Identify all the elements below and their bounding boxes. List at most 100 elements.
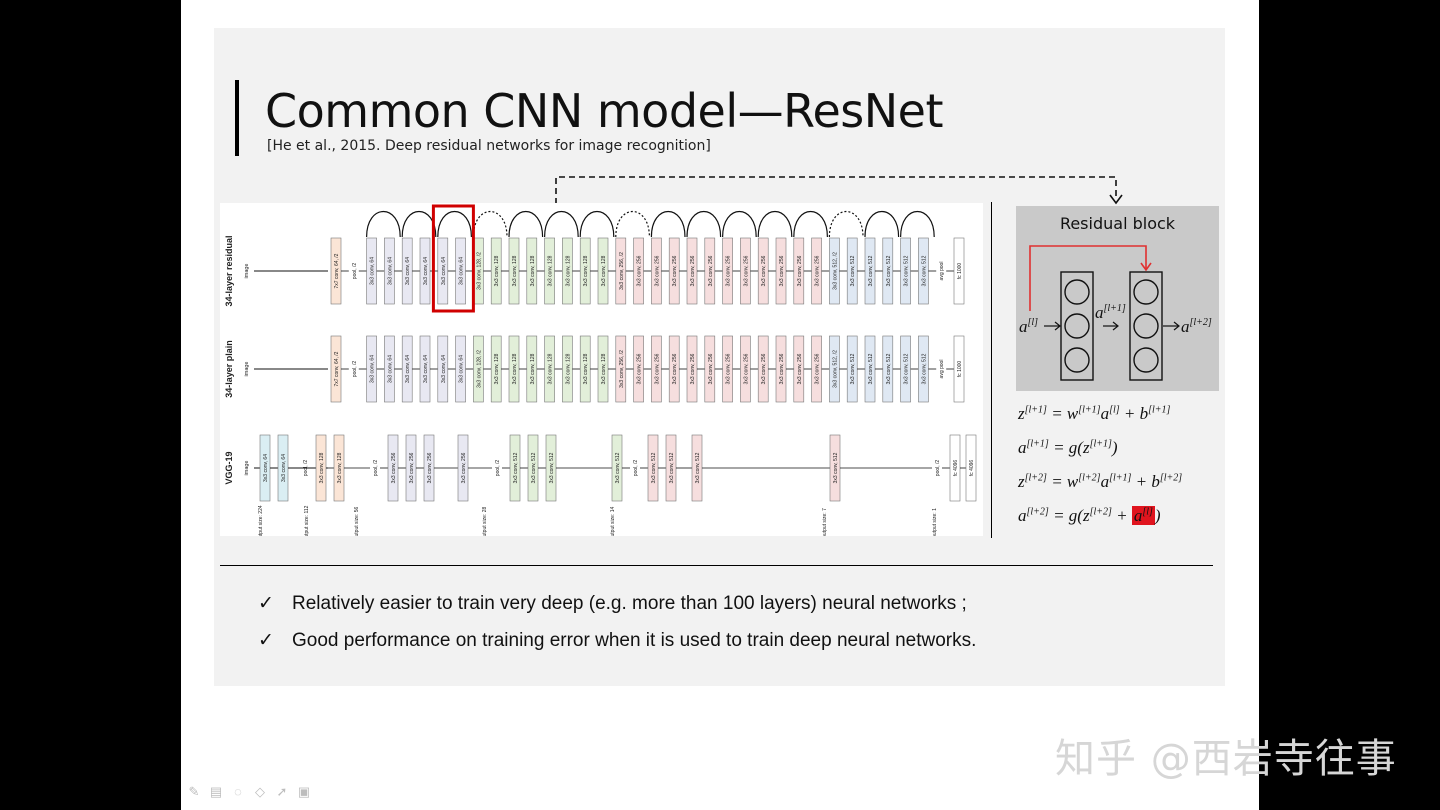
layer-label: 3x3 conv, 64 <box>441 257 447 285</box>
layer-label: 3x3 conv, 64 <box>387 355 393 383</box>
output-size-label: output size: 112 <box>304 505 310 536</box>
layer-label: 3x3 conv, 128 <box>583 255 589 286</box>
layer-label: 3x3 conv, 64 <box>441 355 447 383</box>
bullet-text: Relatively easier to train very deep (e.… <box>292 593 967 614</box>
layer-label: 3x3 conv, 256 <box>461 452 467 483</box>
layer-label: 3x3 conv, 256 <box>779 353 785 384</box>
layer-label: 3x3 conv, 64 <box>263 454 269 482</box>
row-label: 34-layer plain <box>224 340 234 398</box>
layer-label: 3x3 conv, 256 <box>761 255 767 286</box>
layer-label: fc 4096 <box>969 460 975 477</box>
layer-label: pool, /2 <box>373 460 379 477</box>
layer-label: 3x3 conv, 64 <box>405 257 411 285</box>
layer-label: pool, /2 <box>495 460 501 477</box>
layer-label: avg pool <box>939 262 945 281</box>
layer-label: 3x3 conv, 256 <box>654 255 660 286</box>
layer-label: 3x3 conv, 512 <box>904 353 910 384</box>
equation-2: a[l+1] = g(z[l+1]) <box>1018 438 1118 457</box>
layer-label: 3x3 conv, 512 <box>886 353 892 384</box>
layer-box <box>544 237 555 305</box>
layer-label: fc 1000 <box>957 263 963 280</box>
layer-label: 3x3 conv, 128 <box>319 452 325 483</box>
layer-label: 3x3 conv, 256 <box>409 452 415 483</box>
skip-arc <box>366 211 401 238</box>
layer-label: 3x3 conv, 256 <box>708 353 714 384</box>
check-icon: ✓ <box>258 630 274 651</box>
layer-label: 3x3 conv, 128 <box>548 255 554 286</box>
neuron <box>1064 279 1090 305</box>
layer-label: 3x3 conv, 128 <box>601 353 607 384</box>
image-label: image <box>244 461 250 476</box>
layer-label: 3x3 conv, 512 <box>921 353 927 384</box>
layer-box <box>437 237 449 305</box>
neuron <box>1133 347 1159 373</box>
layer-label: 3x3 conv, 256, /2 <box>619 252 625 290</box>
layer-label: fc 1000 <box>957 361 963 378</box>
image-label: image <box>244 264 250 279</box>
layer-label: 3x3 conv, 512 <box>513 452 519 483</box>
skip-connection-arrow <box>555 176 1123 205</box>
layer-label: 3x3 conv, 512 <box>868 353 874 384</box>
layer-label: 3x3 conv, 256 <box>391 452 397 483</box>
skip-connection-red <box>1029 245 1147 311</box>
output-size-label: output size: 1 <box>932 508 938 536</box>
layer-label: 3x3 conv, 256 <box>690 353 696 384</box>
layer-label: 3x3 conv, 256 <box>815 255 821 286</box>
layer-label: pool, /2 <box>352 263 358 280</box>
layer-label: 3x3 conv, 256 <box>654 353 660 384</box>
layer-label: 3x3 conv, 64 <box>423 257 429 285</box>
layer-label: 3x3 conv, 256 <box>815 353 821 384</box>
layer-label: 3x3 conv, 256 <box>637 255 643 286</box>
skip-arc <box>650 211 686 238</box>
check-icon: ✓ <box>258 593 274 614</box>
slide-title: Common CNN model—ResNet <box>265 84 944 138</box>
layer-label: 3x3 conv, 256 <box>726 255 732 286</box>
layer-label: 3x3 conv, 64 <box>370 257 376 285</box>
pen-icon[interactable]: ✎ <box>188 784 200 799</box>
layer-label: 3x3 conv, 512 <box>921 255 927 286</box>
equation-1: z[l+1] = w[l+1]a[l] + b[l+1] <box>1018 404 1171 423</box>
layer-label: 3x3 conv, 512 <box>549 452 555 483</box>
residual-block-diagram: a[l] a[l+1] a[l+2] <box>1019 245 1212 381</box>
output-size-label: output size: 56 <box>354 507 360 536</box>
screen-icon[interactable]: ▣ <box>297 784 311 799</box>
pointer-icon[interactable]: ➚ <box>276 784 288 799</box>
layer-label: 7x7 conv, 64, /2 <box>334 351 340 386</box>
layer-label: 3x3 conv, 512 <box>886 255 892 286</box>
slides-icon[interactable]: ▤ <box>209 784 223 799</box>
layer-label: fc 4096 <box>953 460 959 477</box>
neuron <box>1064 347 1090 373</box>
layer-label: 3x3 conv, 128 <box>565 255 571 286</box>
skip-arc <box>793 211 828 238</box>
eraser-icon[interactable]: ◌ <box>234 784 242 799</box>
layer-label: 3x3 conv, 128 <box>565 353 571 384</box>
layer-label: 3x3 conv, 128 <box>494 353 500 384</box>
layer-label: 3x3 conv, 64 <box>405 355 411 383</box>
layer-label: 3x3 conv, 128, /2 <box>476 252 482 290</box>
title-accent-bar <box>235 80 239 156</box>
layer-label: 3x3 conv, 256 <box>779 255 785 286</box>
layer-label: 3x3 conv, 128 <box>530 255 536 286</box>
skip-arc <box>401 211 437 238</box>
residual-block-title: Residual block <box>1059 214 1176 233</box>
layer-box <box>544 335 555 403</box>
skip-arc <box>722 211 757 238</box>
bullet-2: ✓Good performance on training error when… <box>258 629 976 652</box>
layer-label: 3x3 conv, 64 <box>370 355 376 383</box>
layer-label: 3x3 conv, 64 <box>459 257 465 285</box>
layer-label: 3x3 conv, 256, /2 <box>619 350 625 388</box>
residual-block-panel: a[l] a[l+1] a[l+2] Residual block <box>1016 206 1219 391</box>
layer-label: 3x3 conv, 128 <box>583 353 589 384</box>
neuron <box>1064 313 1090 339</box>
layer-label: pool, /2 <box>633 460 639 477</box>
skip-arc <box>437 211 472 238</box>
highlighter-icon[interactable]: ◇ <box>255 784 265 799</box>
layer-box <box>953 237 965 305</box>
skip-arc <box>900 211 935 238</box>
skip-arc <box>508 211 544 238</box>
layer-label: 3x3 conv, 64 <box>281 454 287 482</box>
vertical-divider <box>991 202 992 538</box>
layer-box <box>437 335 449 403</box>
skip-arc <box>686 211 722 238</box>
